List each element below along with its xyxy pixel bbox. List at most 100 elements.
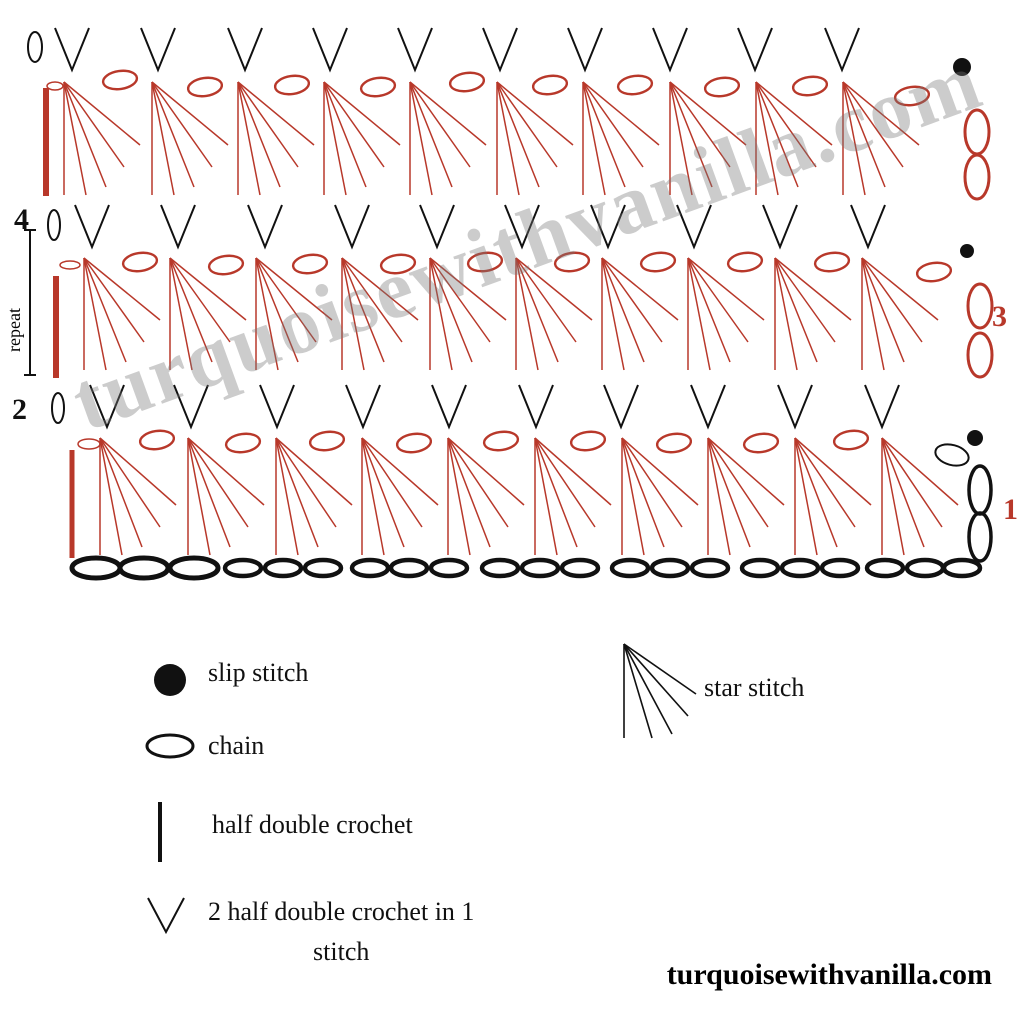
star-stitch-mark [601,257,625,371]
star-stitch-mark [237,81,315,146]
legend-star-stitch: star stitch [618,638,804,742]
star-stitch-mark [669,81,693,196]
star-stitch-mark [496,81,520,196]
row-label-1: 1 [1003,493,1018,526]
star-stitch-mark [275,437,319,548]
star-stitch-mark [601,257,679,321]
foundation-chain-stitch [819,557,861,579]
star-stitch-mark [707,437,731,556]
foundation-chain-stitch [779,557,821,579]
chain-stitch-red [186,76,224,98]
star-stitch-mark [534,437,612,506]
star-stitch-mark [447,437,525,506]
two-hdc-mark [173,384,209,430]
star-stitch-mark [275,437,353,506]
foundation-chain-stitch [689,557,731,579]
foundation-chain-stitch [519,557,561,579]
star-stitch-mark [275,437,299,556]
star-stitch-mark [707,437,769,528]
chain-stitch-red [101,69,139,91]
star-stitch-mark [187,437,211,556]
star-stitch-mark [187,437,265,506]
two-hdc-mark [762,204,798,250]
star-stitch-mark [341,257,403,343]
chain-stitch [51,392,65,424]
foundation-chain-stitch [222,557,264,579]
legend-star-stitch-label: star stitch [704,673,805,702]
chain-stitch-red [966,282,994,330]
star-stitch-mark [687,257,731,363]
star-stitch-mark [169,257,193,371]
two-hdc-mark [227,27,263,73]
two-hdc-mark [676,204,712,250]
two-hdc-mark [419,204,455,250]
chain-stitch-red [569,430,607,452]
star-stitch-mark [774,257,818,363]
foundation-chain-stitch [349,557,391,579]
chain-stitch [27,31,43,63]
star-stitch-mark [429,257,473,363]
foundation-chain-stitch [428,557,470,579]
star-stitch-mark [361,437,423,528]
star-stitch-mark [842,81,920,146]
star-stitch-mark [151,81,195,188]
star-stitch-mark [687,257,749,343]
two-hdc-mark [160,204,196,250]
star-stitch-mark [429,257,491,343]
two-hdc-mark [824,27,860,73]
foundation-chain-stitch [739,557,781,579]
chain-stitch [967,464,993,516]
star-stitch-mark [707,437,751,548]
legend-slip-stitch: slip stitch [150,658,308,700]
star-stitch-mark [341,257,419,321]
foundation-chain-stitch [649,557,691,579]
two-hdc-mark [345,384,381,430]
chain-stitch-red [915,261,953,283]
star-stitch-mark [755,81,833,146]
star-stitch-mark [861,257,885,371]
star-stitch-mark [63,81,125,168]
star-stitch-mark [861,257,923,343]
star-stitch-mark [774,257,798,371]
chain-stitch-red [224,432,262,454]
slip-stitch-icon [154,664,186,696]
star-stitch-mark [534,437,596,528]
star-stitch-mark [534,437,558,556]
star-stitch-mark [687,257,765,321]
two-hdc-mark [777,384,813,430]
two-hdc-mark [590,204,626,250]
two-hdc-mark [850,204,886,250]
two-hdc-mark [504,204,540,250]
star-stitch-mark [255,257,279,371]
star-stitch-mark [794,437,818,556]
foundation-chain-stitch [117,555,171,581]
star-stitch-mark [63,81,87,196]
star-stitch-mark [255,257,317,343]
star-stitch-mark [169,257,247,321]
chain-stitch-red [466,251,504,273]
star-stitch-mark [151,81,229,146]
foundation-chain-stitch [479,557,521,579]
legend-hdc: half double crochet [150,800,413,864]
chain-stitch-red [742,432,780,454]
chain-stitch-red [291,253,329,275]
star-stitch-mark [255,257,299,363]
two-hdc-mark [431,384,467,430]
two-hdc-mark [603,384,639,430]
chain-stitch-red [813,251,851,273]
star-stitch-mark [496,81,574,146]
legend-chain-label: chain [208,731,265,760]
star-stitch-mark [83,257,161,321]
two-hdc-mark [74,204,110,250]
star-stitch-mark [515,257,577,343]
chain-stitch-red [77,438,101,450]
chain-stitch-red [273,74,311,96]
star-stitch-mark [755,81,799,188]
star-stitch-mark [755,81,779,196]
chain-stitch-red [893,85,931,107]
two-hdc-mark [737,27,773,73]
two-hdc-mark [312,27,348,73]
star-stitch-mark [621,437,645,556]
chain-stitch-red [655,432,693,454]
star-stitch-mark [707,437,785,506]
